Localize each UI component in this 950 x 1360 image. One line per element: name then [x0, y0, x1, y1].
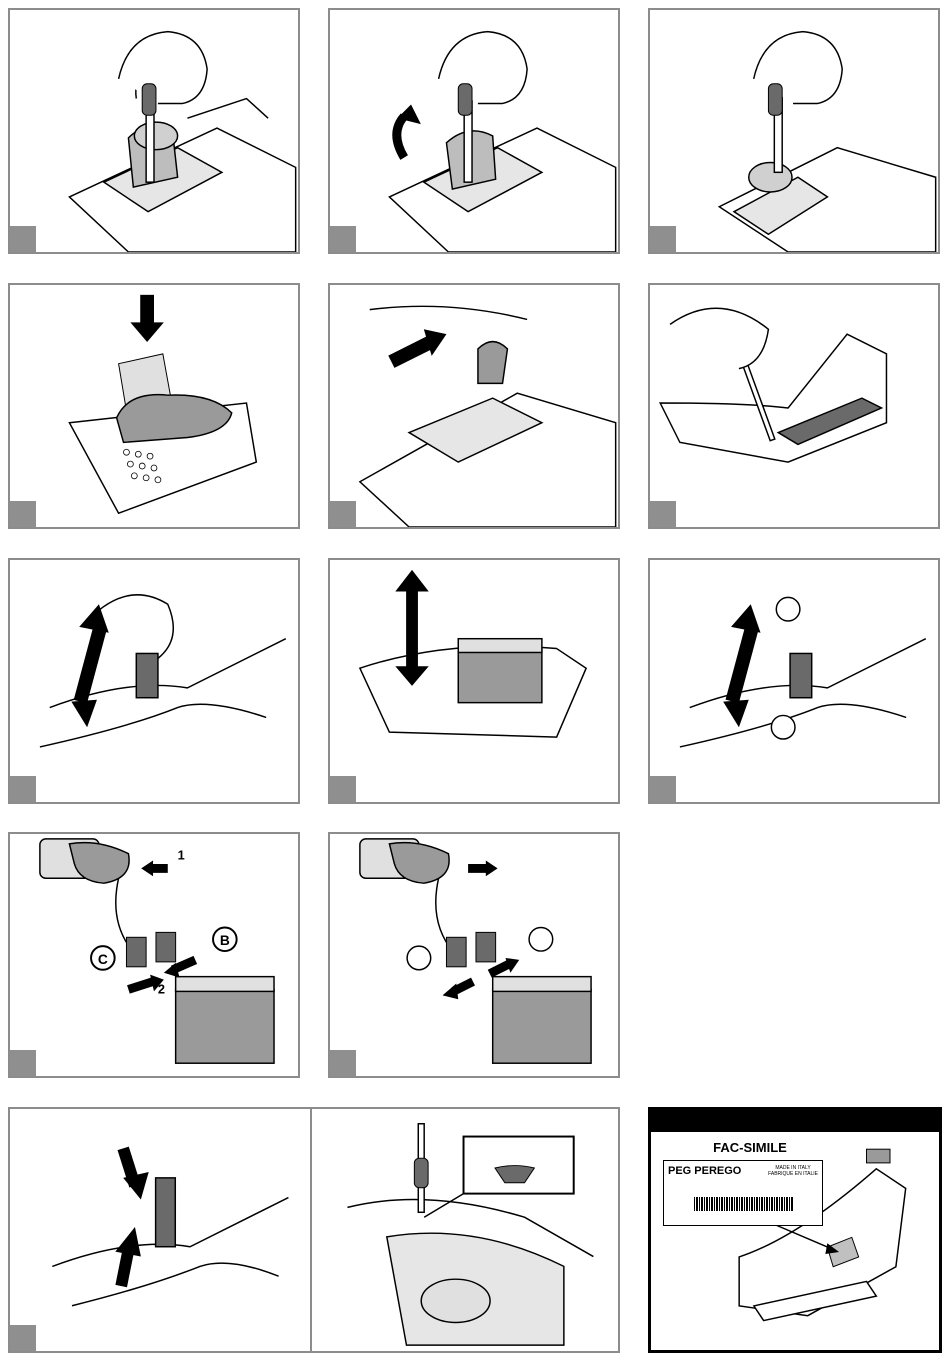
blank-circle-icon	[776, 597, 800, 621]
panel-connect-charger: B C 1 2	[8, 832, 300, 1078]
illustration-knob-removed	[650, 10, 938, 252]
step-marker	[10, 1325, 36, 1351]
zoom-inset	[464, 1137, 574, 1194]
illustration-charger-connect: B C 1 2	[10, 834, 298, 1076]
illustration-unplug-connector	[10, 560, 298, 802]
step-marker	[330, 226, 356, 252]
step-marker	[10, 226, 36, 252]
facsimile-label-panel: FAC-SIMILE PEG PEREGO MADE IN ITALY FABR…	[648, 1107, 942, 1353]
step-marker	[330, 776, 356, 802]
illustration-unplug-connector-blank	[650, 560, 938, 802]
illustration-foot-on-pedal	[10, 285, 298, 527]
panel-unscrew-shift-knob	[8, 8, 300, 254]
fabrique-en-italie: FABRIQUE EN ITALIE	[768, 1171, 818, 1177]
panel-pull-shift-knob	[328, 283, 620, 529]
panel-disconnect-connector-2	[648, 558, 940, 804]
step-marker	[330, 1050, 356, 1076]
left-arrow-icon	[141, 861, 153, 877]
illustration-charger-disconnect	[330, 834, 618, 1076]
updown-arrow-icon	[726, 628, 758, 703]
panel-lift-battery	[328, 558, 620, 804]
panel-reconnect-and-screw	[8, 1107, 620, 1353]
step-two-number: 2	[158, 981, 165, 996]
illustration-rotate-lever	[330, 10, 618, 252]
illustration-reconnect-and-close	[10, 1109, 618, 1351]
barcode	[694, 1197, 794, 1211]
connector-b-label: B	[220, 933, 230, 948]
panel-press-pedal	[8, 283, 300, 529]
step-one-number: 1	[178, 848, 185, 863]
illustration-screwdriver-shift-lever	[10, 10, 298, 252]
panel-unscrew-battery-cover	[648, 283, 940, 529]
panel-disconnect-charger	[328, 832, 620, 1078]
connector-c-label: C	[98, 952, 108, 967]
step-marker	[650, 501, 676, 527]
illustration-pull-knob	[330, 285, 618, 527]
made-in-text: MADE IN ITALY FABRIQUE EN ITALIE	[768, 1165, 818, 1177]
facsimile-title: FAC-SIMILE	[648, 1140, 939, 1155]
product-label-card: PEG PEREGO MADE IN ITALY FABRIQUE EN ITA…	[663, 1160, 823, 1226]
step-marker	[10, 776, 36, 802]
down-arrow-icon	[140, 295, 154, 325]
panel-rotate-shift-knob	[328, 8, 620, 254]
illustration-battery-lift	[330, 560, 618, 802]
step-marker	[650, 776, 676, 802]
illustration-open-compartment	[650, 285, 938, 527]
step-marker	[650, 226, 676, 252]
step-marker	[330, 501, 356, 527]
right-arrow-icon	[486, 861, 498, 877]
blank-circle-icon	[529, 927, 553, 951]
left-arrow-icon	[443, 984, 459, 1000]
facsimile-header-bar	[651, 1110, 939, 1132]
updown-arrow-icon	[406, 590, 418, 669]
step-marker	[10, 1050, 36, 1076]
panel-remove-shift-knob	[648, 8, 940, 254]
panel-disconnect-connector-1	[8, 558, 300, 804]
brand-name: PEG PEREGO	[668, 1165, 741, 1177]
up-arrow-icon	[115, 1227, 141, 1257]
step-marker	[10, 501, 36, 527]
blank-circle-icon	[771, 715, 795, 739]
blank-circle-icon	[407, 946, 431, 970]
